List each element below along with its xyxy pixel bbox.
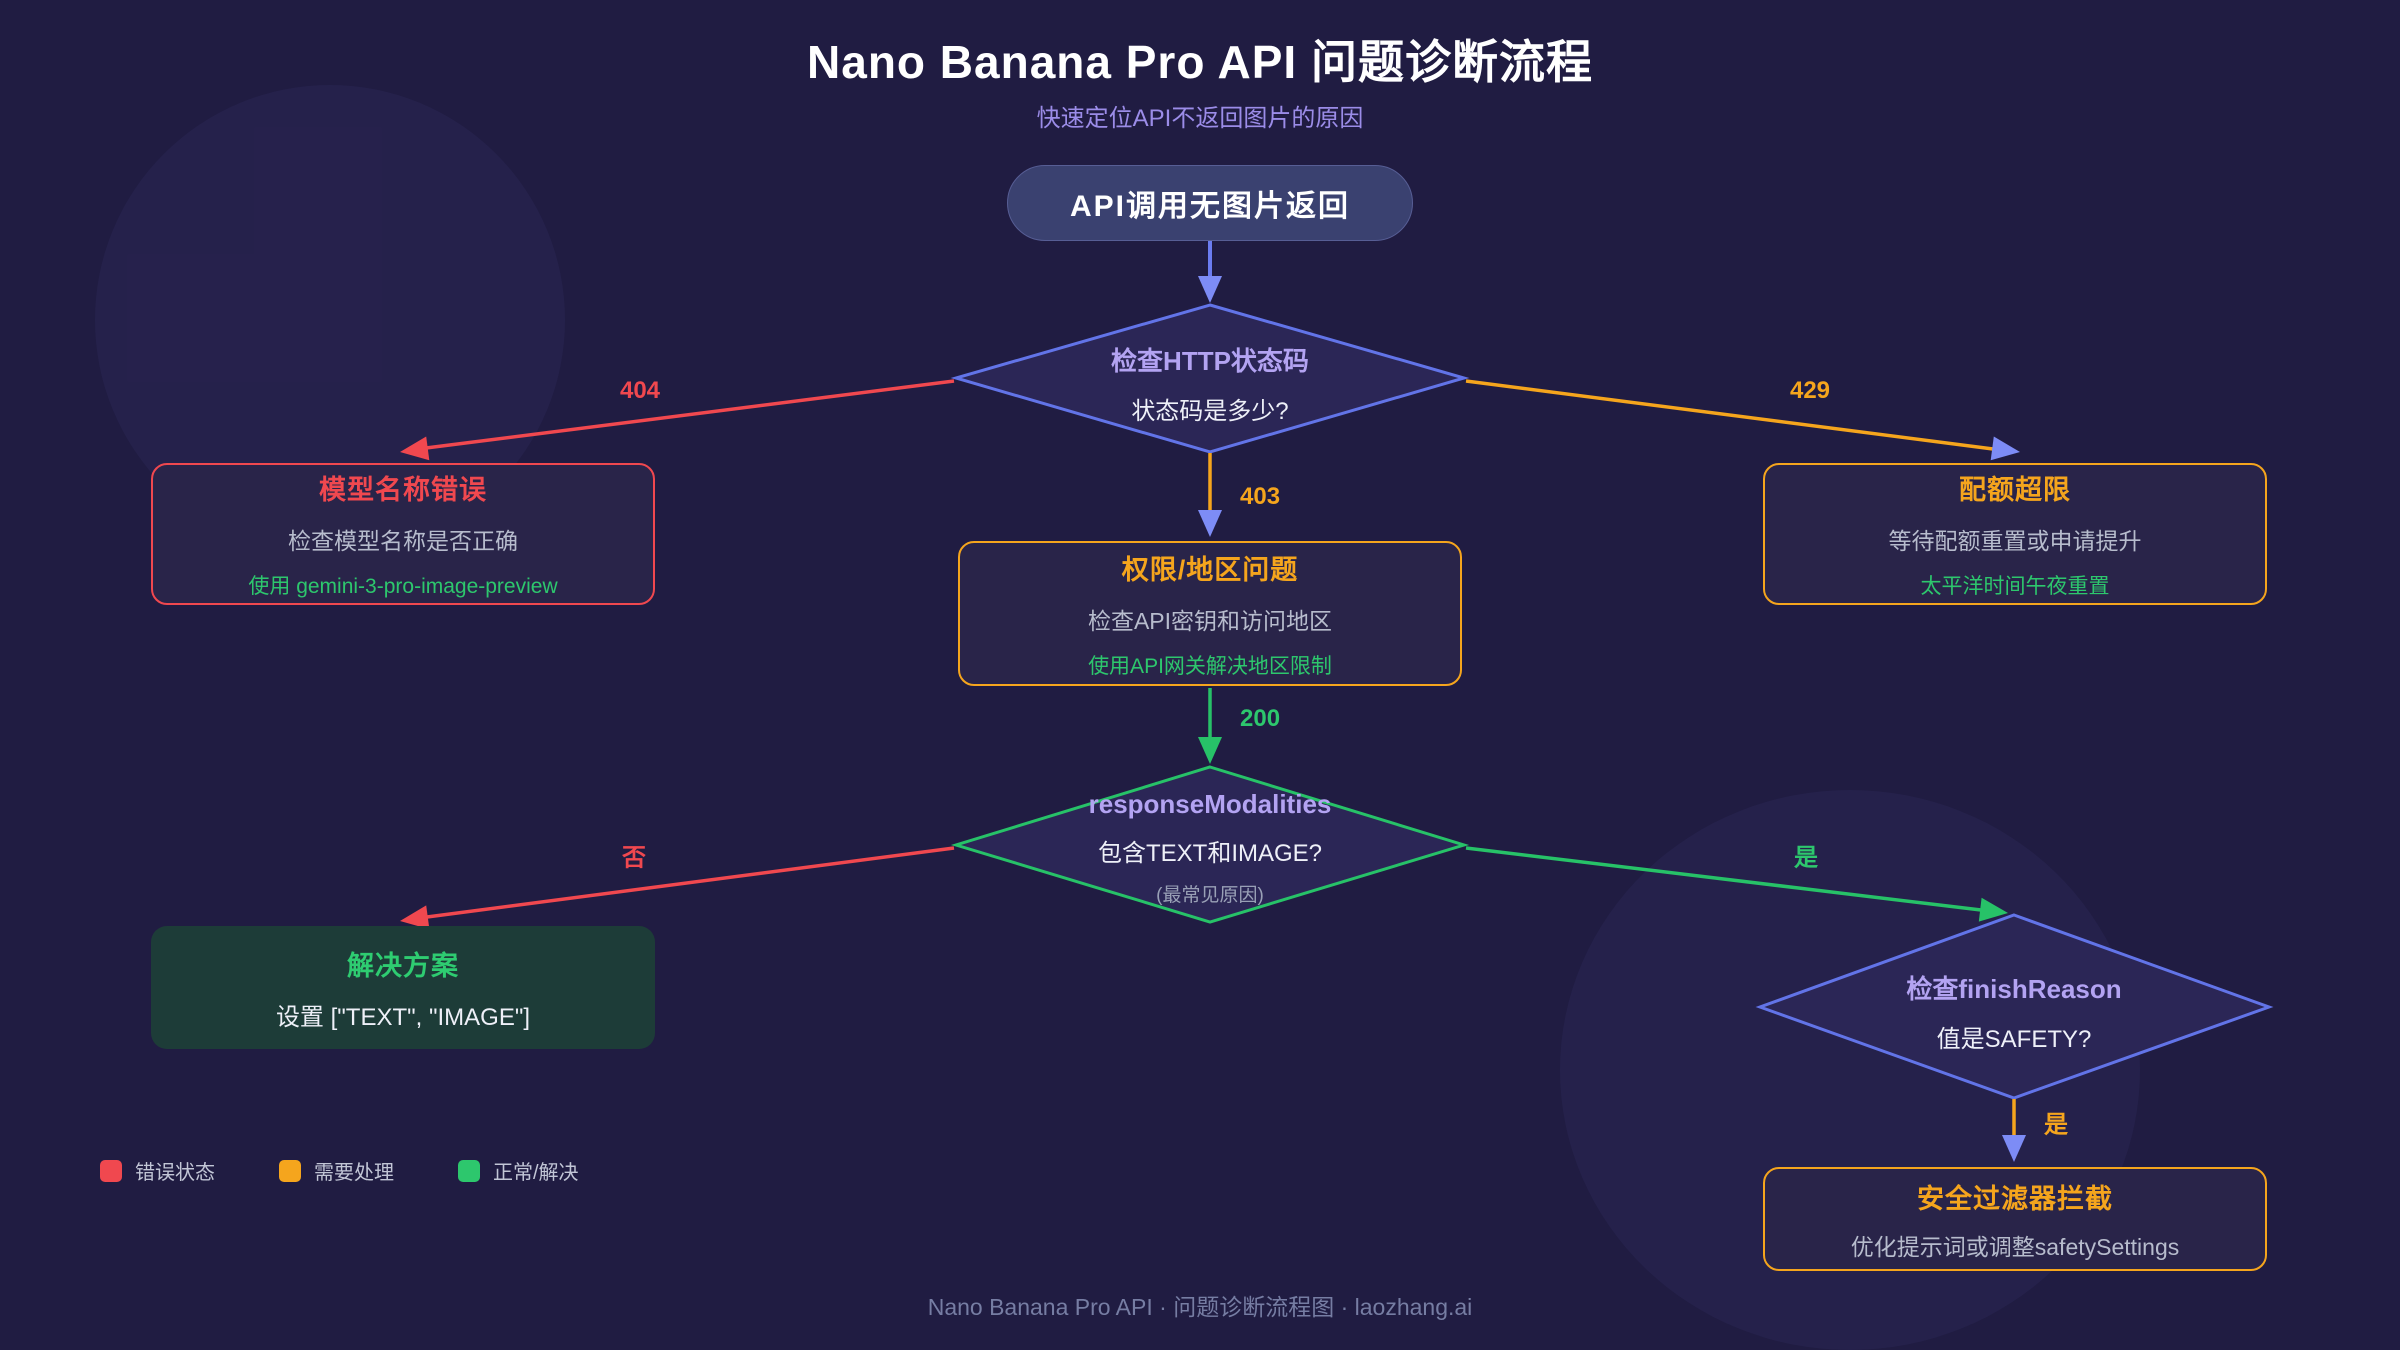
decision-http: 检查HTTP状态码 状态码是多少? xyxy=(960,341,1460,426)
legend-label-ok: 正常/解决 xyxy=(493,1162,579,1184)
node-permission-region-desc: 检查API密钥和访问地区 xyxy=(1087,607,1333,634)
legend-item-ok: 正常/解决 xyxy=(458,1156,579,1185)
decision-modalities-question: 包含TEXT和IMAGE? xyxy=(1097,840,1323,867)
edge-start-arrowhead xyxy=(1198,276,1222,303)
edge-yes-line xyxy=(1465,846,1982,912)
legend: 错误状态 需要处理 正常/解决 xyxy=(100,1156,579,1185)
decision-modalities: responseModalities 包含TEXT和IMAGE? (最常见原因) xyxy=(960,789,1460,907)
start-node-label: API调用无图片返回 xyxy=(1069,190,1350,223)
node-safety-filter-desc: 优化提示词或调整safetySettings xyxy=(1850,1233,2180,1260)
node-quota-exceeded-desc: 等待配额重置或申请提升 xyxy=(1888,528,2142,554)
page-subtitle: 快速定位API不返回图片的原因 xyxy=(1036,105,1364,132)
node-solution-desc: 设置 ["TEXT", "IMAGE"] xyxy=(275,1003,531,1031)
edge-label-safety-yes: 是 xyxy=(2044,1111,2068,1139)
node-solution: 解决方案 设置 ["TEXT", "IMAGE"] xyxy=(151,926,655,1049)
edge-label-429: 429 xyxy=(1789,377,1831,404)
node-safety-filter: 安全过滤器拦截 优化提示词或调整safetySettings xyxy=(1763,1167,2267,1271)
decision-finishreason-title: 检查finishReason xyxy=(1906,974,2122,1004)
edge-404-arrowhead xyxy=(400,436,430,461)
node-safety-filter-title: 安全过滤器拦截 xyxy=(1917,1183,2113,1214)
edge-200-arrowhead xyxy=(1198,737,1222,764)
node-quota-exceeded-title: 配额超限 xyxy=(1959,475,2071,505)
edge-label-yes: 是 xyxy=(1794,844,1818,872)
node-permission-region: 权限/地区问题 检查API密钥和访问地区 使用API网关解决地区限制 xyxy=(958,541,1462,686)
node-model-name-error-hint: 使用 gemini-3-pro-image-preview xyxy=(248,575,558,598)
decision-modalities-diamond xyxy=(950,765,1470,924)
legend-label-error: 错误状态 xyxy=(135,1162,215,1184)
node-quota-exceeded: 配额超限 等待配额重置或申请提升 太平洋时间午夜重置 xyxy=(1763,463,2267,605)
decision-modalities-title: responseModalities xyxy=(1088,789,1332,819)
legend-swatch-error xyxy=(100,1159,122,1182)
node-model-name-error-desc: 检查模型名称是否正确 xyxy=(288,528,518,554)
node-model-name-error-title: 模型名称错误 xyxy=(319,475,487,505)
edge-label-404: 404 xyxy=(619,377,661,404)
footer-credit: Nano Banana Pro API · 问题诊断流程图 · laozhang… xyxy=(927,1294,1473,1320)
decision-finishreason: 检查finishReason 值是SAFETY? xyxy=(1764,969,2264,1054)
edge-429-arrowhead xyxy=(1990,436,2020,461)
legend-swatch-warning xyxy=(279,1159,301,1182)
decision-finishreason-question: 值是SAFETY? xyxy=(1936,1026,2092,1053)
start-node: API调用无图片返回 xyxy=(1007,165,1413,241)
edge-404-line xyxy=(425,379,955,450)
node-solution-title: 解决方案 xyxy=(347,950,459,981)
node-quota-exceeded-hint: 太平洋时间午夜重置 xyxy=(1920,575,2110,598)
edge-429-line xyxy=(1465,379,1994,451)
node-permission-region-hint: 使用API网关解决地区限制 xyxy=(1088,654,1332,678)
edge-label-403: 403 xyxy=(1240,483,1281,510)
legend-label-warning: 需要处理 xyxy=(314,1162,394,1184)
edge-safety-arrowhead xyxy=(2002,1135,2026,1162)
edge-yes-arrowhead xyxy=(1978,897,2008,922)
decision-http-question: 状态码是多少? xyxy=(1131,398,1289,425)
decision-http-diamond xyxy=(950,303,1470,454)
node-model-name-error: 模型名称错误 检查模型名称是否正确 使用 gemini-3-pro-image-… xyxy=(151,463,655,605)
legend-item-error: 错误状态 xyxy=(100,1156,215,1185)
node-permission-region-title: 权限/地区问题 xyxy=(1121,554,1299,585)
legend-item-warning: 需要处理 xyxy=(279,1156,394,1185)
edge-no-arrowhead xyxy=(400,905,430,930)
page-title: Nano Banana Pro API 问题诊断流程 xyxy=(807,36,1593,88)
edge-label-no: 否 xyxy=(622,844,646,872)
decision-http-title: 检查HTTP状态码 xyxy=(1111,346,1309,376)
edge-403-arrowhead xyxy=(1198,510,1222,537)
decision-modalities-note: (最常见原因) xyxy=(1156,885,1264,906)
legend-swatch-ok xyxy=(458,1159,480,1182)
decision-finishreason-diamond xyxy=(1755,913,2274,1100)
edge-no-line xyxy=(426,846,955,919)
edge-label-200: 200 xyxy=(1240,705,1281,732)
